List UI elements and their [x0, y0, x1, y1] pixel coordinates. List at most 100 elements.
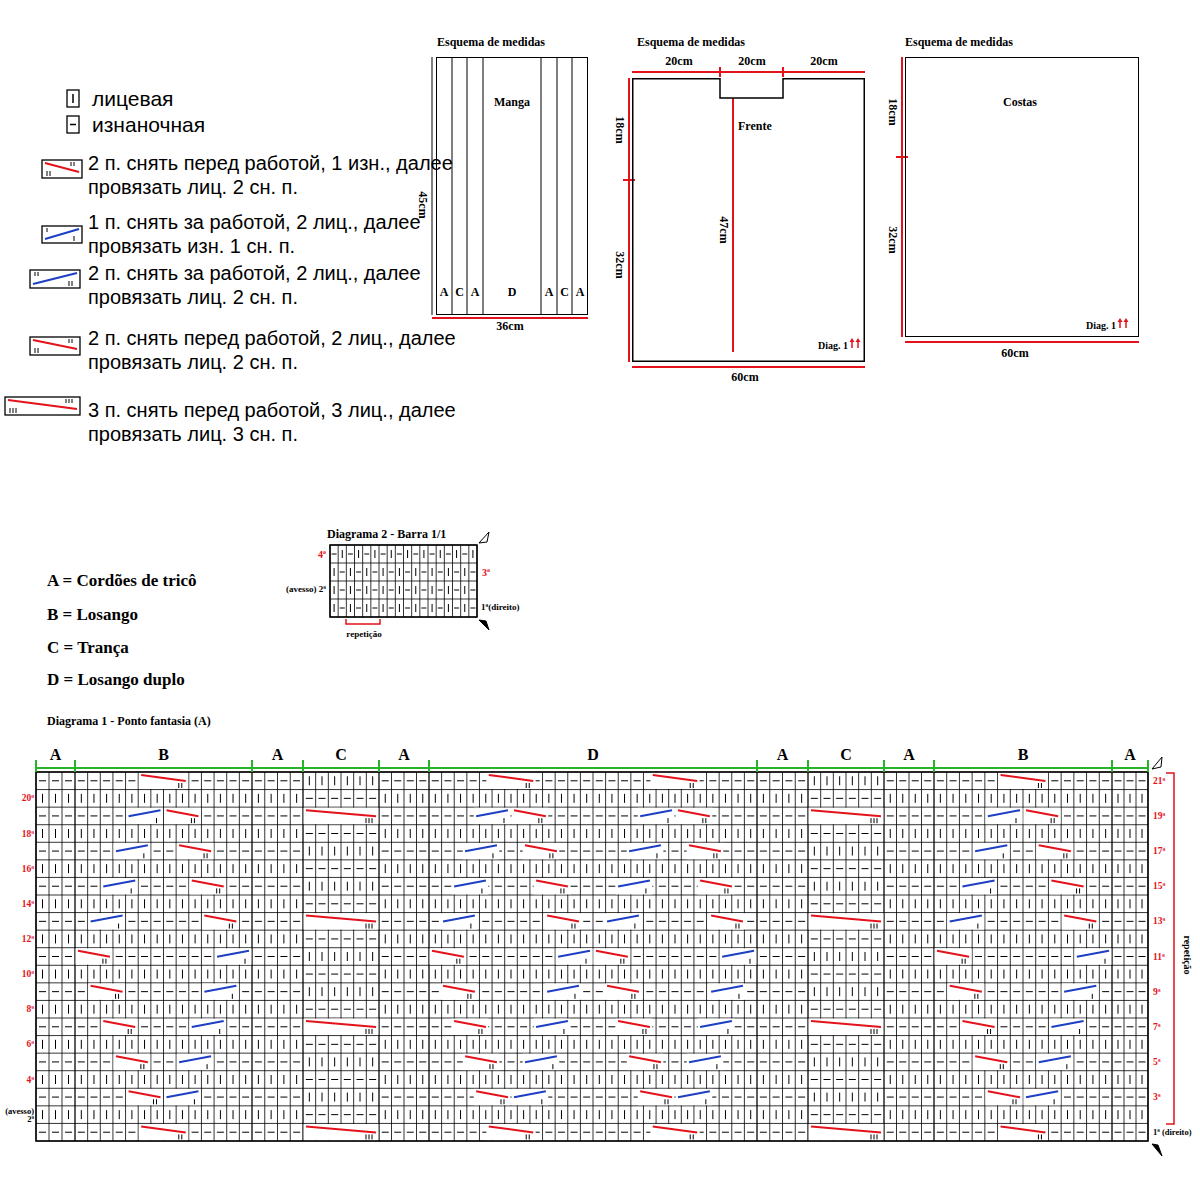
- cable-cell: [605, 983, 642, 999]
- cable-cell: [698, 878, 735, 894]
- cable-cell: [973, 843, 1010, 859]
- cable-line: [33, 273, 77, 284]
- row-number: 4ª: [26, 1074, 34, 1084]
- cable-cell: [101, 878, 138, 894]
- dimension-label: 36cm: [496, 320, 523, 333]
- section-letter: A: [903, 746, 915, 764]
- cable-cell: [463, 1054, 500, 1070]
- tick-mark: [10, 408, 11, 413]
- section-tick: [378, 760, 380, 772]
- row-number: 13ª: [1153, 916, 1165, 926]
- section-tick: [1111, 760, 1113, 772]
- cable-cell: [720, 948, 757, 964]
- schematic-title: Esquema de medidas: [437, 36, 545, 49]
- cable-line: [167, 810, 199, 816]
- cable-line: [514, 810, 546, 816]
- arrow-head: [1124, 318, 1129, 322]
- tick-mark: [1066, 1064, 1067, 1069]
- cable-line: [607, 916, 639, 922]
- cable-cell: [809, 913, 884, 929]
- cable-cell: [304, 1124, 379, 1140]
- cable-cell: [101, 1019, 138, 1035]
- tick-mark: [1066, 853, 1067, 858]
- tick-mark: [191, 818, 192, 823]
- chart-title: Diagrama 1 - Ponto fantasia (A): [47, 715, 211, 728]
- chart-border: [330, 545, 477, 617]
- cable-cell: [605, 913, 642, 929]
- schematics: [432, 57, 1139, 367]
- piece-label: Diag. 1: [1086, 320, 1116, 331]
- cable-cell: [304, 913, 379, 929]
- grid-lines: [36, 772, 1148, 1141]
- cables: [76, 773, 1112, 1141]
- tick-mark: [143, 853, 144, 858]
- dimension-tick: [782, 67, 784, 77]
- tick-mark: [366, 818, 367, 823]
- cable-cell: [523, 843, 560, 859]
- tick-mark: [871, 1134, 872, 1139]
- repeat-label: repetição: [346, 630, 381, 640]
- section-letter: B: [1018, 746, 1029, 764]
- tick-mark: [871, 924, 872, 929]
- tick-mark: [72, 281, 73, 286]
- cable-line: [179, 1056, 211, 1062]
- tick-mark: [620, 959, 621, 964]
- tick-mark: [1041, 783, 1042, 788]
- tick-mark: [526, 783, 527, 788]
- legend-symbol: [67, 90, 79, 107]
- cable-cell: [534, 878, 571, 894]
- tick-mark: [574, 994, 575, 999]
- cable-cell: [523, 1054, 560, 1070]
- row-number: 19ª: [1153, 811, 1165, 821]
- row-number: 18ª: [22, 828, 34, 838]
- rib-chart: [330, 532, 489, 630]
- cable-line: [618, 880, 650, 886]
- tick-mark: [1105, 959, 1106, 964]
- cable-cell: [627, 843, 664, 859]
- section-tick: [428, 760, 430, 772]
- symbol-box: [67, 116, 79, 133]
- tick-mark: [369, 1029, 370, 1034]
- cable-line: [465, 845, 497, 851]
- tick-mark: [69, 399, 70, 403]
- cable-cell: [1036, 843, 1073, 859]
- cable-line: [596, 951, 628, 957]
- chart-border: [36, 772, 1148, 1141]
- row-number: 15ª: [1153, 881, 1165, 891]
- tick-mark: [504, 818, 505, 823]
- tick-mark: [128, 1029, 129, 1034]
- tick-mark: [713, 853, 714, 858]
- purl-mark: [70, 124, 76, 126]
- tick-mark: [492, 853, 493, 858]
- cable-cell: [676, 1089, 713, 1105]
- outline-path: [633, 79, 865, 362]
- cable-line: [811, 810, 881, 816]
- tick-mark: [74, 162, 75, 166]
- section-tick: [933, 760, 935, 772]
- piece-label: 47cm: [716, 216, 729, 243]
- cable-cell: [687, 843, 724, 859]
- cable-cell: [114, 843, 151, 859]
- repeat-bracket: [346, 619, 380, 624]
- section-tick: [807, 760, 809, 772]
- cable-line: [811, 1126, 881, 1132]
- row-number: 14ª: [22, 899, 34, 909]
- tick-mark: [529, 1134, 530, 1139]
- tick-mark: [874, 1029, 875, 1034]
- tick-mark: [72, 399, 73, 403]
- piece-name: Manga: [494, 96, 530, 109]
- cable-line: [653, 1126, 697, 1132]
- section-tick: [1147, 760, 1149, 772]
- dimension-label: 60cm: [731, 371, 758, 384]
- tick-mark: [634, 924, 635, 929]
- tick-mark: [1079, 1029, 1080, 1034]
- cable-cell: [215, 948, 252, 964]
- cable-line: [103, 1021, 135, 1027]
- legend-symbol: [42, 226, 82, 243]
- tick-mark: [47, 171, 48, 176]
- section-letter: C: [840, 746, 852, 764]
- section-letter: B: [158, 746, 169, 764]
- cable-cell: [126, 1089, 163, 1105]
- cable-line: [306, 916, 376, 922]
